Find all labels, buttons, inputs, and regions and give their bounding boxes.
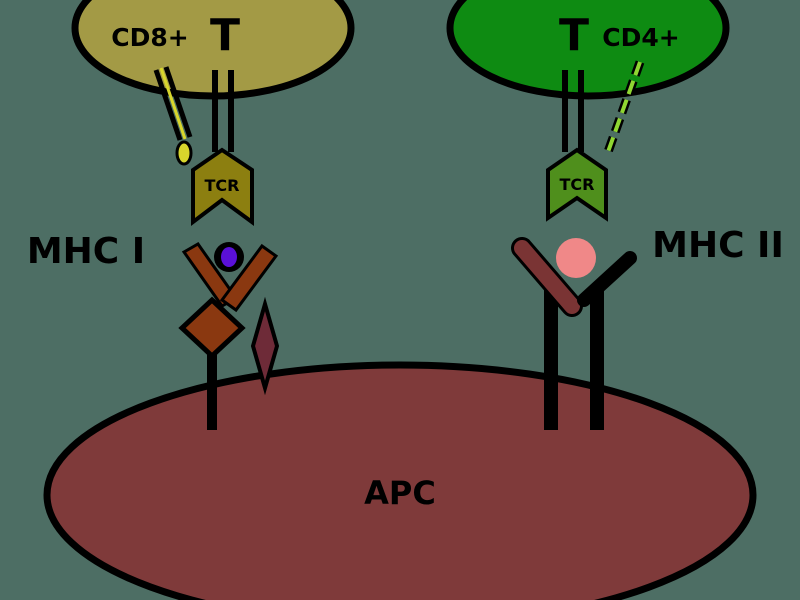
mhc2-peptide bbox=[556, 238, 596, 278]
mhc1-peptide bbox=[221, 247, 237, 267]
mhc2-molecule bbox=[511, 237, 637, 430]
cd8-coreceptor bbox=[153, 66, 193, 166]
tcr-right bbox=[546, 70, 608, 222]
apc-cell bbox=[43, 361, 757, 600]
beta2-microglobulin bbox=[250, 296, 280, 396]
cd4-t-cell bbox=[446, 0, 730, 100]
cd4-label: CD4+ bbox=[602, 23, 679, 52]
tcr-left bbox=[191, 70, 254, 227]
tcr-right-label: TCR bbox=[560, 175, 595, 194]
mhc1-label: MHC I bbox=[27, 231, 145, 272]
cd4-coreceptor bbox=[603, 60, 645, 154]
mhc1-molecule bbox=[178, 242, 279, 430]
mhc2-label: MHC II bbox=[652, 225, 784, 266]
t-cell-left-label: T bbox=[210, 10, 240, 61]
apc-label: APC bbox=[364, 474, 436, 512]
tcr-left-label: TCR bbox=[205, 176, 240, 195]
t-cell-right-label: T bbox=[559, 10, 589, 61]
cd8-label: CD8+ bbox=[111, 23, 188, 52]
